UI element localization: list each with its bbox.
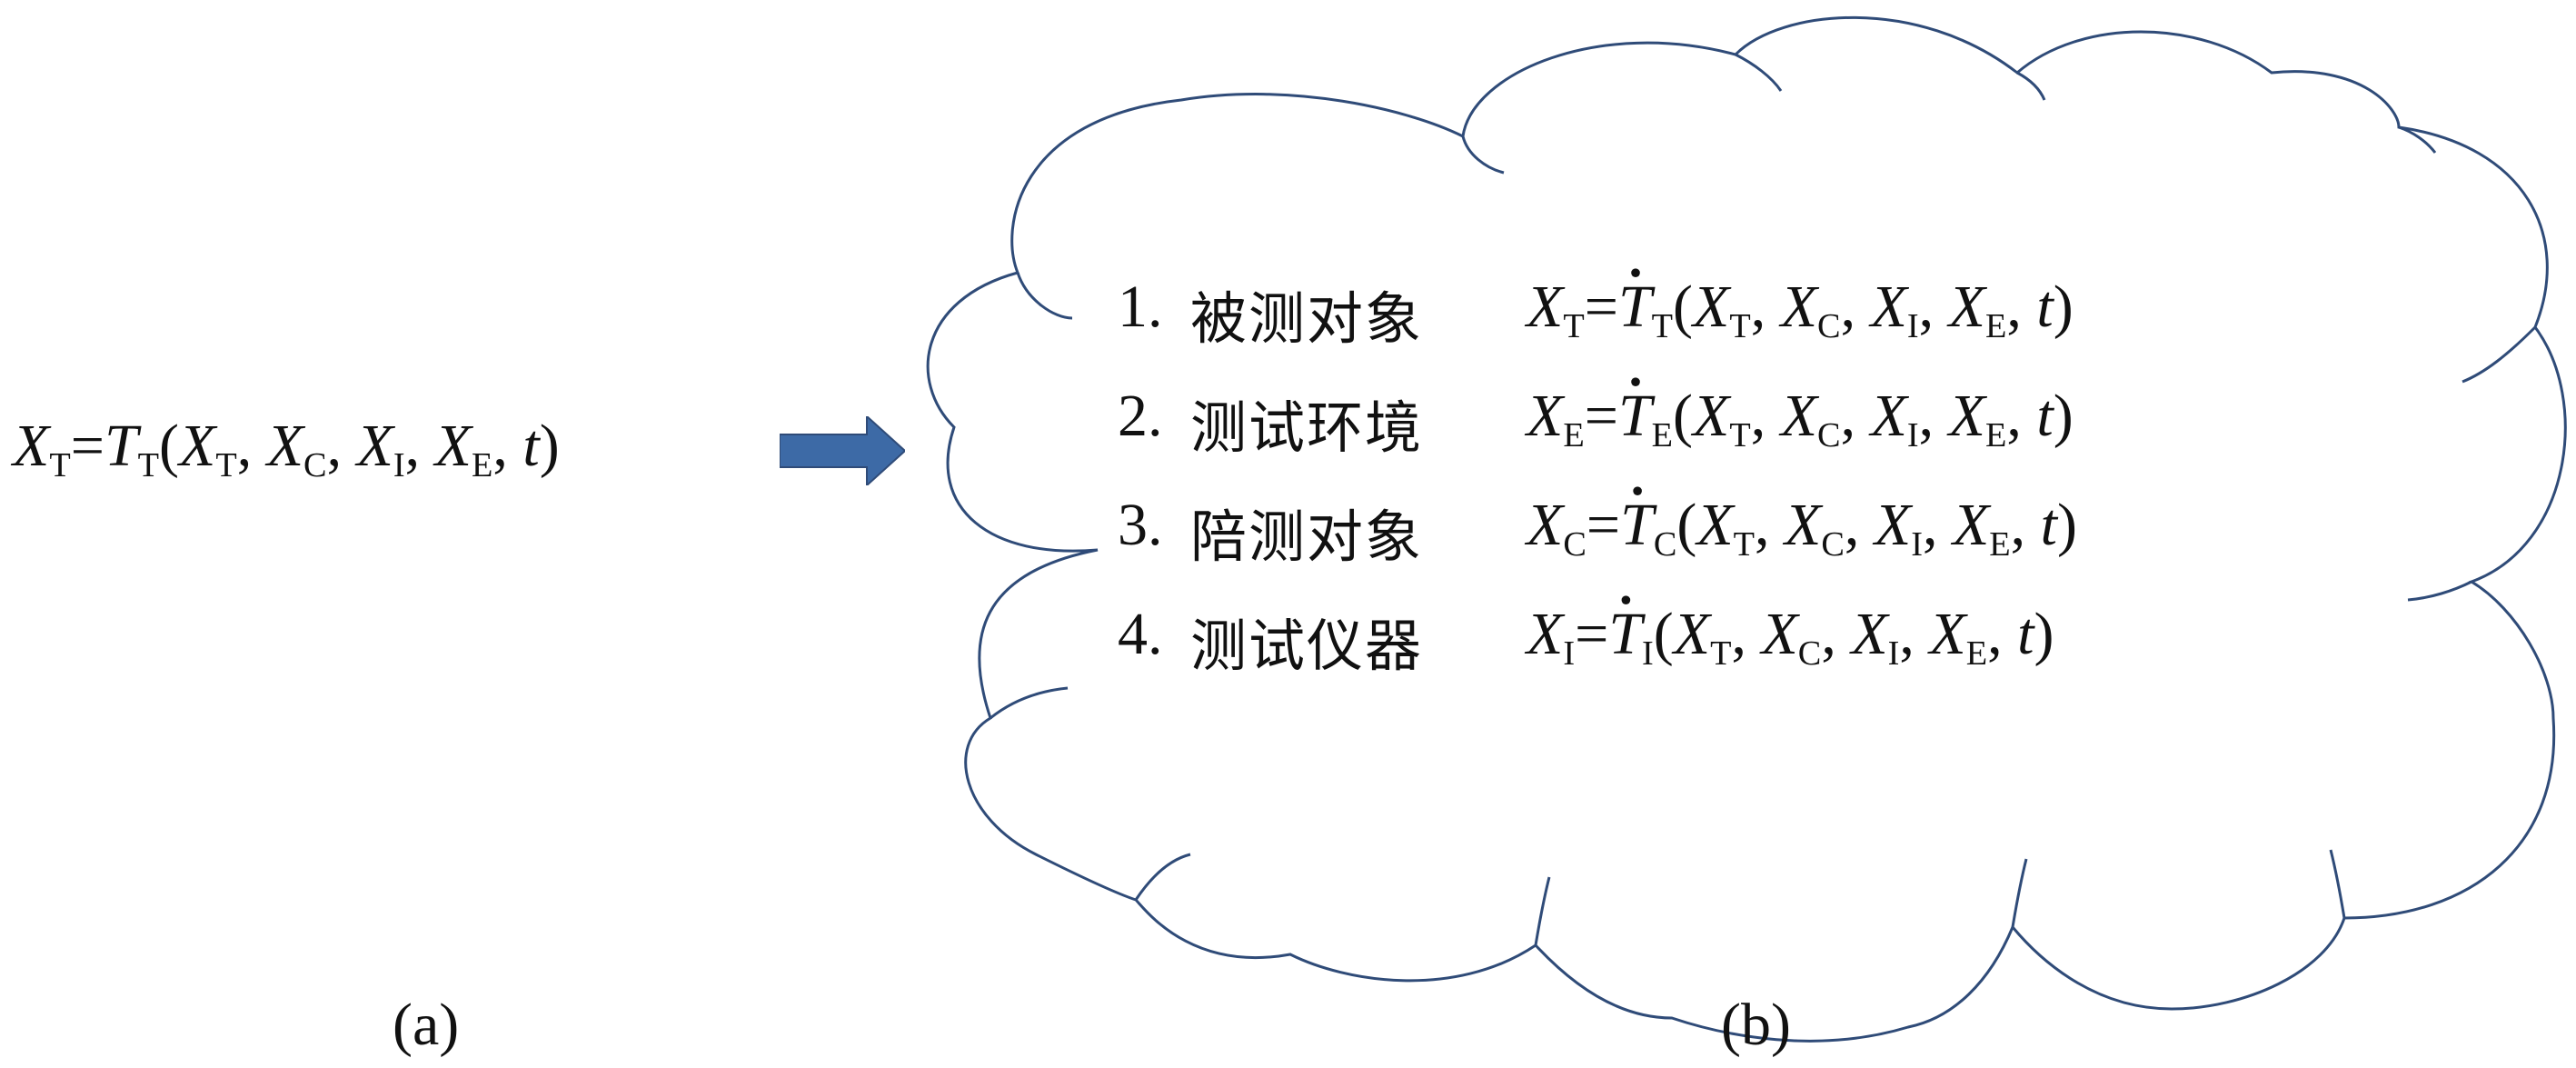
arg-sub: I — [1906, 307, 1919, 346]
arg-sub: C — [1821, 525, 1845, 564]
arg-sub: E — [1965, 634, 1988, 674]
time-var: t — [2036, 383, 2054, 449]
lhs-sub: I — [1563, 634, 1576, 674]
arg-var: X — [1870, 383, 1907, 449]
arg-sub: T — [1729, 307, 1751, 346]
item-label: 被测对象 — [1190, 285, 1424, 352]
time-var: t — [522, 413, 540, 479]
arg-sub: C — [1797, 634, 1822, 674]
time-var: t — [2036, 274, 2054, 340]
item-equation: XT=TT(XT, XC, XI, XE, t) — [1527, 273, 2074, 346]
item-label: 测试环境 — [1190, 394, 1424, 461]
arg-var: X — [1693, 274, 1730, 340]
arg-sub: C — [1817, 416, 1841, 455]
equals: = — [70, 413, 104, 479]
arg-var: X — [1948, 274, 1985, 340]
lhs-sub: E — [1563, 416, 1585, 455]
cloud-outline — [926, 15, 2567, 1043]
lhs-var: X — [1527, 274, 1564, 340]
arg-sub: C — [1817, 307, 1841, 346]
item-equation: XI=TI(XT, XC, XI, XE, t) — [1527, 600, 2054, 671]
fn-sub: C — [1653, 525, 1677, 564]
fn-var-dotted: T — [1618, 382, 1652, 451]
arg-sub: T — [1710, 634, 1732, 674]
arg-var: X — [1780, 274, 1818, 340]
item-number: 2. — [1118, 383, 1163, 449]
fn-sub: T — [1651, 307, 1674, 346]
arg-var: X — [1870, 274, 1907, 340]
caption-b: (b) — [1721, 992, 1791, 1058]
equals: = — [1586, 492, 1621, 558]
lhs-var: X — [1527, 383, 1564, 449]
lhs-sub: T — [49, 446, 71, 485]
equals: = — [1584, 274, 1618, 340]
item-equation: XE=TE(XT, XC, XI, XE, t) — [1527, 382, 2074, 455]
arg-sub: E — [1984, 307, 2007, 346]
right-arrow-icon — [780, 416, 905, 485]
equals: = — [1584, 383, 1618, 449]
lhs-var: X — [1527, 492, 1564, 558]
arg-sub: E — [1989, 525, 2011, 564]
lhs-var: X — [13, 413, 50, 479]
equals: = — [1575, 601, 1609, 667]
time-var: t — [2017, 601, 2034, 667]
arg-var: X — [356, 413, 393, 479]
item-number: 4. — [1118, 601, 1163, 667]
arg-var: X — [1761, 601, 1798, 667]
arg-sub: E — [1984, 416, 2007, 455]
fn-var-dotted: T — [1620, 491, 1654, 560]
arg-var: X — [434, 413, 472, 479]
arg-sub: I — [1906, 416, 1919, 455]
arg-sub: I — [1887, 634, 1900, 674]
arg-var: X — [179, 413, 216, 479]
time-var: t — [2040, 492, 2058, 558]
item-number: 1. — [1118, 274, 1163, 340]
arg-sub: E — [471, 446, 493, 485]
arg-var: X — [1952, 492, 1990, 558]
arg-var: X — [1851, 601, 1888, 667]
arg-sub: C — [303, 446, 327, 485]
arg-var: X — [1696, 492, 1734, 558]
arg-sub: I — [393, 446, 405, 485]
fn-var-dotted: T — [1608, 600, 1642, 669]
lhs-var: X — [1527, 601, 1564, 667]
item-equation: XC=TC(XT, XC, XI, XE, t) — [1527, 491, 2077, 562]
arg-sub: T — [1733, 525, 1755, 564]
item-label: 测试仪器 — [1190, 613, 1424, 679]
fn-var: T — [104, 413, 138, 479]
item-label: 陪测对象 — [1190, 504, 1424, 570]
fn-sub: I — [1642, 634, 1654, 674]
caption-a: (a) — [393, 992, 460, 1058]
arg-var: X — [266, 413, 304, 479]
arg-var: X — [1785, 492, 1822, 558]
arg-var: X — [1693, 383, 1730, 449]
arg-var: X — [1948, 383, 1985, 449]
lhs-sub: T — [1563, 307, 1585, 346]
fn-sub: E — [1651, 416, 1674, 455]
arg-sub: T — [1729, 416, 1751, 455]
item-number: 3. — [1118, 492, 1163, 558]
arg-sub: T — [215, 446, 237, 485]
arg-var: X — [1929, 601, 1966, 667]
fn-sub: T — [137, 446, 160, 485]
arg-var: X — [1780, 383, 1818, 449]
formula-a: XT=TT(XT, XC, XI, XE, t) — [13, 413, 560, 485]
arg-var: X — [1673, 601, 1711, 667]
fn-var-dotted: T — [1618, 273, 1652, 342]
arg-var: X — [1874, 492, 1912, 558]
lhs-sub: C — [1563, 525, 1586, 564]
arg-sub: I — [1911, 525, 1923, 564]
